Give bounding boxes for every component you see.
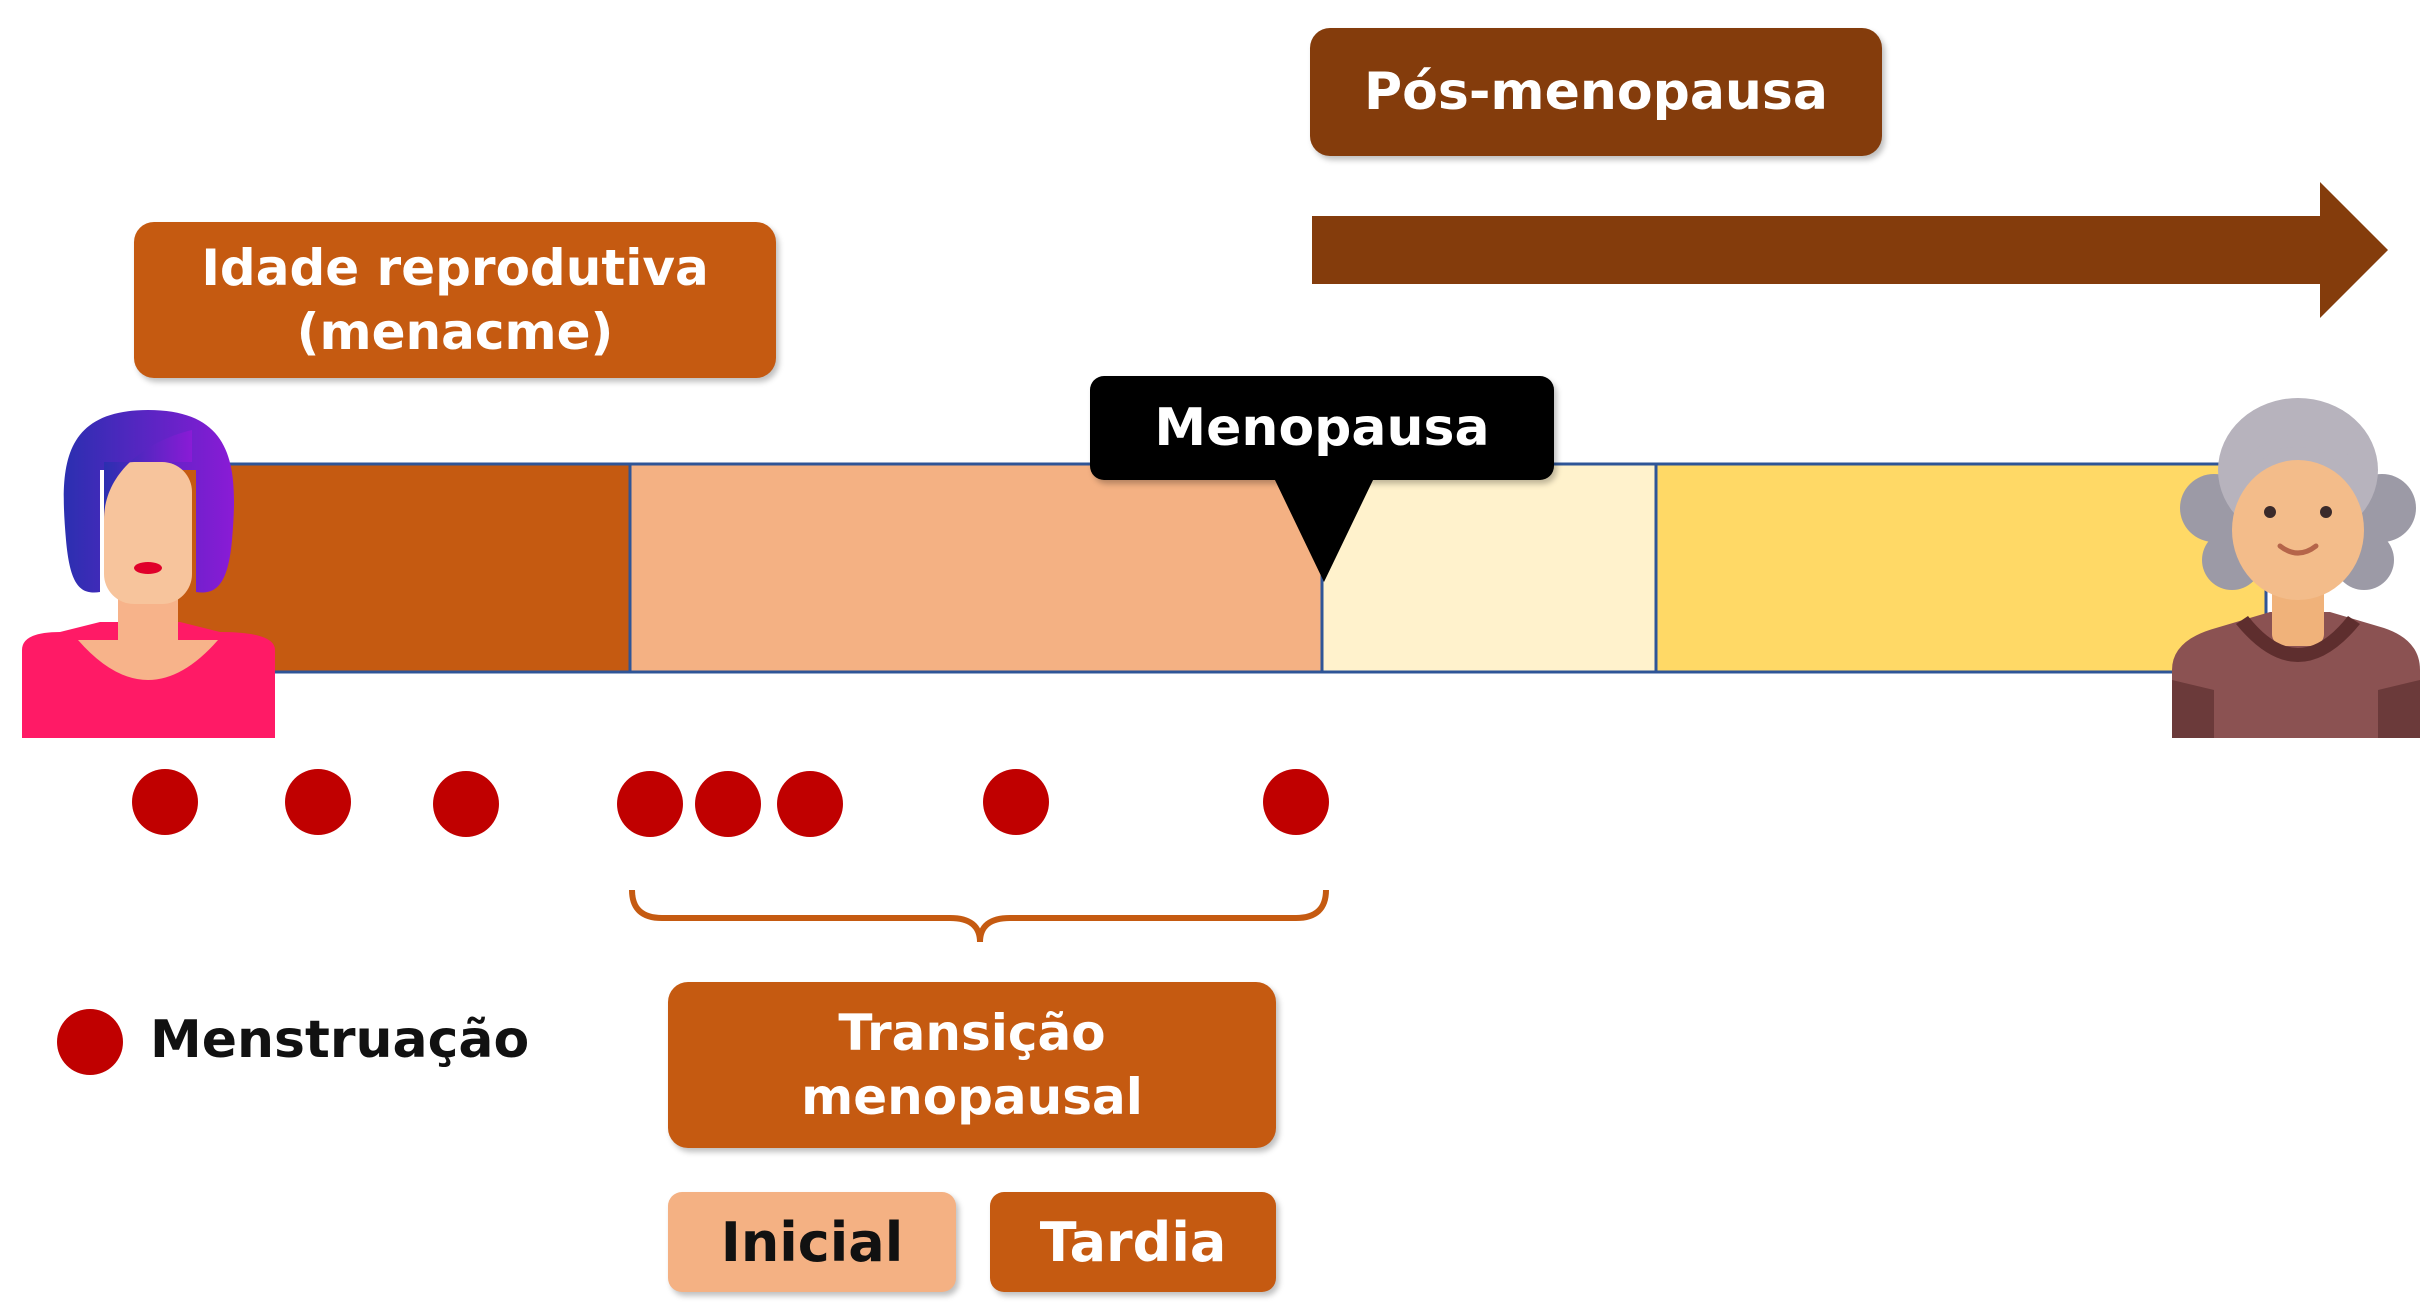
menopause-label: Menopausa xyxy=(1090,376,1554,480)
menstruation-dot xyxy=(777,771,843,837)
postmenopause-text: Pós-menopausa xyxy=(1364,62,1828,122)
early-transition-label: Inicial xyxy=(668,1192,956,1292)
postmenopause-label: Pós-menopausa xyxy=(1310,28,1882,156)
menstruation-dot xyxy=(285,769,351,835)
postmenopause-arrow xyxy=(1312,182,2388,318)
menstruation-dot xyxy=(132,769,198,835)
menopause-pointer xyxy=(1274,478,1374,582)
menstruation-dot xyxy=(433,771,499,837)
early-transition-text: Inicial xyxy=(720,1210,904,1274)
segment-late-postmenopause xyxy=(1654,462,2268,674)
transition-brace xyxy=(629,889,1329,943)
reproductive-age-text: Idade reprodutiva (menacme) xyxy=(201,239,709,361)
menstruation-dots xyxy=(132,769,1329,837)
legend-menstruation-label: Menstruação xyxy=(150,1010,530,1070)
menstruation-dot xyxy=(617,771,683,837)
menstruation-dot xyxy=(695,771,761,837)
late-transition-text: Tardia xyxy=(1039,1210,1227,1274)
segment-early-postmenopause xyxy=(1320,462,1658,674)
legend-menstruation-dot xyxy=(57,1009,123,1075)
menopausal-transition-label: Transição menopausal xyxy=(668,982,1276,1148)
late-transition-label: Tardia xyxy=(990,1192,1276,1292)
segment-transition xyxy=(628,462,1324,674)
old-woman-icon xyxy=(2172,398,2420,738)
menopausal-transition-text: Transição menopausal xyxy=(801,1004,1143,1126)
menstruation-dot xyxy=(1263,769,1329,835)
young-woman-icon xyxy=(22,410,275,738)
menopause-text: Menopausa xyxy=(1154,398,1490,458)
menstruation-dot xyxy=(983,769,1049,835)
reproductive-age-label: Idade reprodutiva (menacme) xyxy=(134,222,776,378)
